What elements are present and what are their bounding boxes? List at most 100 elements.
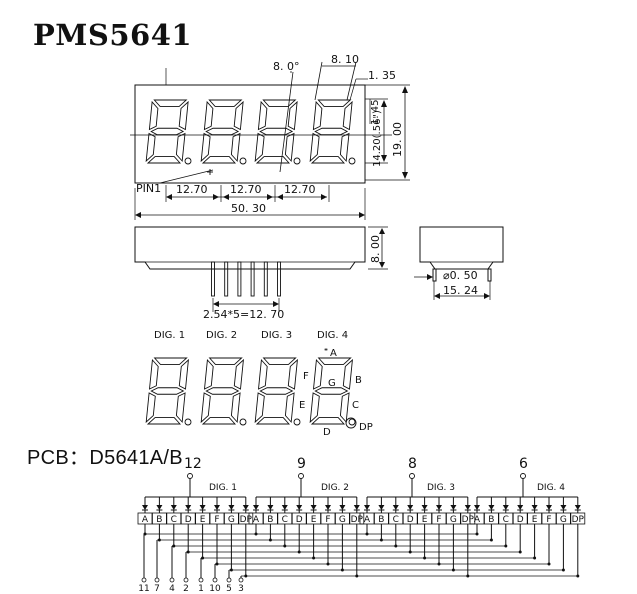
pcb-segment-label: C	[393, 515, 399, 525]
bottom-pin-terminal	[183, 577, 189, 583]
pcb-segment-label: D	[185, 515, 192, 525]
bottom-pin-number: 5	[226, 584, 232, 594]
segment-label-c: C	[352, 400, 359, 411]
segment-e	[145, 392, 156, 424]
segment-a	[208, 99, 243, 107]
segment-g	[314, 387, 349, 395]
diode-symbol	[517, 505, 524, 510]
seven-seg-digit-4	[309, 357, 356, 426]
dp-highlight-circle	[345, 417, 357, 429]
segment-label-d: D	[323, 427, 331, 438]
seven-seg-digit-1	[145, 99, 192, 165]
diode-symbol	[436, 505, 442, 510]
pcb-segment-label: F	[546, 515, 551, 525]
dig-label-2: DIG. 2	[206, 330, 237, 341]
common-pin-8: 8	[408, 456, 417, 472]
end-pin-left	[432, 268, 437, 282]
pitch-label-1: 12.70	[176, 183, 208, 196]
pcb-segment-label: A	[474, 515, 481, 525]
segment-e	[200, 392, 211, 424]
pcb-segment-label: G	[339, 515, 346, 525]
diode-symbol	[378, 505, 385, 510]
segment-e	[200, 132, 211, 163]
bottom-pin-terminal	[238, 577, 244, 583]
segment-a	[262, 357, 297, 365]
digit-width-label: 8. 10	[331, 53, 359, 66]
segment-label-f: F	[303, 371, 309, 382]
side-pin	[250, 261, 255, 297]
side-pin	[211, 261, 215, 297]
segment-g	[150, 127, 185, 136]
segment-dp	[184, 418, 192, 426]
common-pin-terminal	[520, 473, 526, 479]
pcb-segment-label: A	[253, 515, 260, 525]
segment-e	[254, 132, 265, 163]
segment-label-dp: DP	[359, 422, 373, 433]
pcb-segment-label: DP	[462, 515, 475, 525]
diode-symbol	[392, 505, 399, 510]
diode-symbol	[464, 505, 471, 510]
pcb-segment-label: C	[171, 515, 177, 525]
segment-label-b: B	[355, 375, 362, 386]
diode-symbol	[502, 505, 509, 510]
diode-symbol	[325, 505, 331, 510]
bottom-pin-number: 1	[198, 584, 204, 594]
body-height-label: 8. 00	[369, 235, 382, 263]
pin1-label: PIN1	[136, 182, 161, 195]
segment-c	[339, 392, 350, 424]
segment-f	[312, 100, 323, 131]
display-body-outline	[134, 84, 366, 184]
bottom-pin-number: 3	[238, 584, 244, 594]
pcb-segment-label: D	[296, 515, 303, 525]
front-digit-glyphs	[145, 99, 356, 165]
seven-seg-digit-4	[309, 99, 356, 165]
seven-seg-digit-3	[254, 357, 301, 426]
segment-d	[255, 417, 291, 425]
pitch-label-3: 12.70	[284, 183, 316, 196]
segment-a	[317, 99, 352, 107]
side-pin	[237, 261, 242, 297]
segment-b	[233, 100, 244, 131]
pcb-segment-label: G	[228, 515, 235, 525]
common-pin-6: 6	[519, 456, 528, 472]
pcb-segment-label: F	[325, 515, 330, 525]
segment-dp	[293, 157, 301, 165]
segment-b	[178, 100, 189, 131]
common-pin-terminal	[187, 473, 193, 479]
char-height-label: 14.20(.56")	[372, 110, 383, 167]
segment-f	[257, 100, 268, 131]
segment-b	[233, 358, 244, 390]
common-pin-9: 9	[297, 456, 306, 472]
pcb-segment-label: E	[200, 515, 206, 525]
pcb-title: PCB：D5641A/B	[27, 447, 183, 469]
segment-e	[254, 392, 265, 424]
segment-e	[309, 392, 320, 424]
bottom-pin-number: 2	[183, 584, 189, 594]
pcb-segment-label: C	[282, 515, 288, 525]
pcb-segment-label: B	[378, 515, 384, 525]
diode-symbol	[574, 505, 581, 510]
pcb-segment-label: DP	[572, 515, 585, 525]
diode-symbol	[170, 505, 177, 510]
segment-d	[146, 417, 182, 425]
row-spacing-label: 15. 24	[443, 284, 478, 297]
pcb-segment-label: C	[503, 515, 509, 525]
pitch-label-2: 12.70	[230, 183, 262, 196]
total-height-label: 19. 00	[391, 122, 404, 157]
segment-c	[175, 132, 186, 163]
segment-f	[257, 358, 268, 390]
segment-c	[230, 132, 241, 163]
segment-d	[201, 156, 237, 164]
pcb-segment-label: G	[450, 515, 457, 525]
common-pin-terminal	[409, 473, 415, 479]
seg-offset-label: 1. 35	[368, 69, 396, 82]
diode-symbol	[450, 505, 457, 510]
segment-g	[205, 127, 240, 136]
segment-a	[317, 357, 352, 365]
segment-a	[262, 99, 297, 107]
segment-d	[201, 417, 237, 425]
seven-seg-digit-1	[145, 357, 192, 426]
pcb-segment-label: F	[214, 515, 219, 525]
